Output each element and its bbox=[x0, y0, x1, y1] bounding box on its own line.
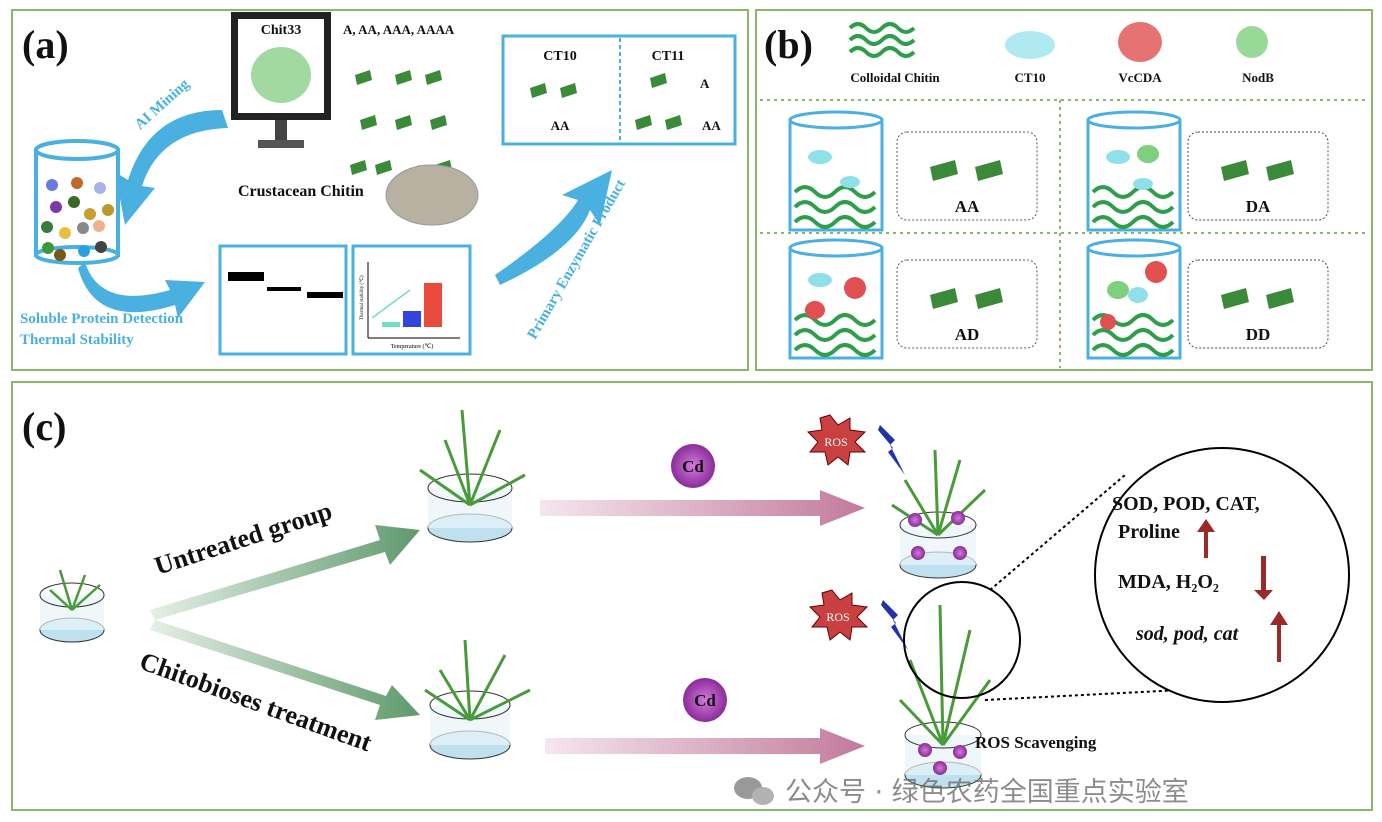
ros-scavenging-label: ROS Scavenging bbox=[975, 733, 1097, 752]
antioxidant-enzymes-label: SOD, POD, CAT, bbox=[1112, 493, 1260, 515]
reaction-aa: AA bbox=[788, 110, 1038, 232]
seedling-dish-initial bbox=[39, 569, 105, 643]
gel-box bbox=[218, 244, 348, 356]
watermark-text: 公众号 · 绿色农药全国重点实验室 bbox=[785, 777, 1189, 808]
zoom-detail-circle bbox=[1094, 447, 1350, 703]
up-arrow-icon bbox=[1270, 611, 1288, 662]
ct10-label: CT10 bbox=[543, 49, 576, 64]
ai-mining-arrow bbox=[115, 110, 228, 225]
reaction-da: DA bbox=[1086, 110, 1329, 232]
product-dd: DD bbox=[1246, 325, 1271, 344]
mini-chart-ylabel: Thermal stability (℃) bbox=[359, 275, 365, 320]
nodb-protein-icon bbox=[1236, 26, 1268, 58]
stressed-plant-dish bbox=[891, 449, 987, 579]
crustacean-chitin-label: Crustacean Chitin bbox=[238, 183, 364, 200]
gene-expression-label: sod, pod, cat bbox=[1135, 623, 1240, 645]
mini-bar-2 bbox=[403, 311, 421, 327]
down-arrow-icon bbox=[1254, 556, 1273, 600]
ct11-product-aa: AA bbox=[702, 118, 721, 133]
primary-product-arrow bbox=[495, 170, 612, 285]
reaction-ad: AD bbox=[788, 238, 1038, 360]
panel-a: (a) Chit33 A, AA, AAA, AAAA CT10 CT11 AA… bbox=[11, 9, 749, 371]
product-aa: AA bbox=[955, 197, 980, 216]
protein-library-beaker bbox=[34, 139, 120, 265]
cd-ion-bottom bbox=[683, 678, 727, 722]
product-da: DA bbox=[1246, 197, 1271, 216]
cd-label-top: Cd bbox=[682, 457, 704, 476]
lightning-icon-bottom bbox=[881, 600, 908, 650]
ros-burst-top bbox=[806, 414, 867, 466]
cd-arrow-bottom bbox=[545, 728, 865, 764]
legend-ct10: CT10 bbox=[1014, 70, 1045, 85]
reaction-dd: DD bbox=[1086, 238, 1329, 360]
thermal-stability-label: Thermal Stability bbox=[20, 332, 134, 348]
ct11-product-a: A bbox=[700, 76, 710, 91]
legend-nodb: NodB bbox=[1242, 70, 1274, 85]
watermark: 公众号 · 绿色农药全国重点实验室 bbox=[734, 777, 1189, 808]
protected-plant-dish bbox=[898, 604, 992, 789]
vccda-protein-icon bbox=[1118, 22, 1162, 62]
untreated-arrow bbox=[150, 525, 420, 620]
monitor-icon bbox=[231, 12, 331, 148]
cd-ion-top bbox=[671, 444, 715, 488]
legend-vccda: VcCDA bbox=[1118, 70, 1162, 85]
panel-b: (b) Colloidal Chitin CT10 VcCDA NodB AA … bbox=[755, 9, 1373, 371]
panel-b-label: (b) bbox=[764, 22, 813, 67]
product-ad: AD bbox=[955, 325, 980, 344]
ros-label-bottom: ROS bbox=[826, 610, 849, 624]
mini-chart-xlabel: Temperature (℃) bbox=[391, 343, 433, 350]
ros-burst-bottom bbox=[808, 589, 869, 641]
seedling-dish-treated bbox=[424, 639, 531, 760]
colloidal-chitin-icon bbox=[848, 22, 916, 58]
ros-label-top: ROS bbox=[824, 435, 847, 449]
panel-c: (c) Untreated group Chitobioses treatmen… bbox=[11, 381, 1373, 811]
zoom-source-circle bbox=[903, 581, 1021, 699]
seedling-dish-untreated bbox=[419, 409, 526, 543]
oligomer-label: A, AA, AAA, AAAA bbox=[343, 22, 455, 37]
panel-c-label: (c) bbox=[22, 404, 66, 449]
proline-label: Proline bbox=[1118, 521, 1180, 543]
lightning-icon-top bbox=[878, 425, 905, 475]
ct10-protein-icon bbox=[1005, 31, 1055, 59]
soluble-protein-label: Soluble Protein Detection bbox=[20, 311, 184, 327]
chitin-dish-image bbox=[385, 164, 479, 226]
mini-bar-3 bbox=[424, 283, 442, 327]
ct10-product: AA bbox=[551, 118, 570, 133]
panel-a-label: (a) bbox=[22, 22, 69, 67]
mini-bar-1 bbox=[382, 322, 400, 327]
thermal-stability-mini-chart: Temperature (℃) Thermal stability (℃) bbox=[351, 244, 472, 356]
legend-colloidal-chitin: Colloidal Chitin bbox=[850, 70, 940, 85]
ct11-label: CT11 bbox=[652, 49, 685, 64]
detection-arrow bbox=[78, 262, 205, 318]
monitor-title: Chit33 bbox=[261, 23, 301, 38]
up-arrow-icon bbox=[1197, 519, 1215, 558]
cd-label-bottom: Cd bbox=[694, 691, 716, 710]
cd-arrow-top bbox=[540, 490, 865, 526]
treatment-arrow bbox=[150, 620, 420, 720]
mda-h2o2-label: MDA, H₂O₂ bbox=[1118, 571, 1219, 593]
